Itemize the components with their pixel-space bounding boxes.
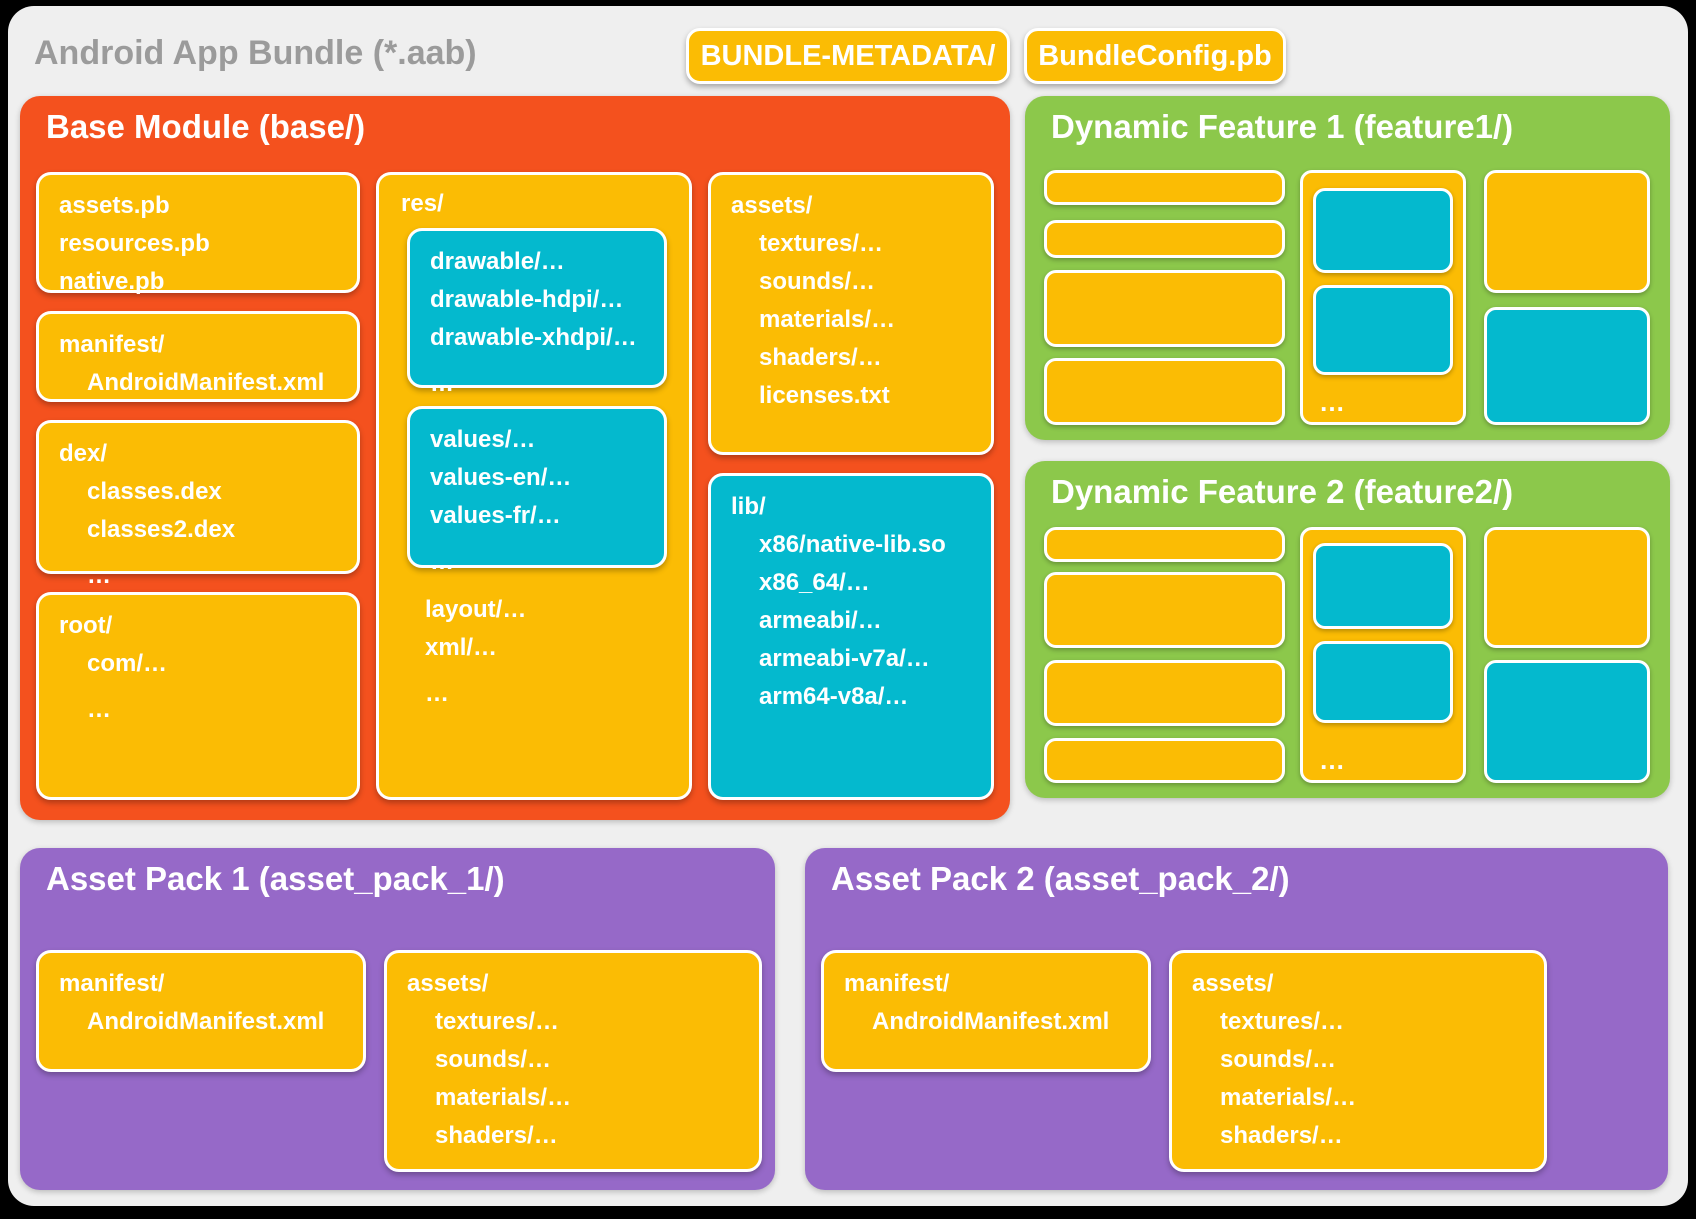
file-label: AndroidManifest.xml [87,1008,325,1035]
mini-file-bar [1044,660,1285,726]
ellipsis-label: … [425,680,449,707]
assets-box: assets/ textures/… sounds/… materials/… … [384,950,762,1172]
bundle-config-pb-chip: BundleConfig.pb [1024,28,1286,84]
mini-assets-box [1484,170,1650,293]
dir-label: values/… [430,426,536,453]
assets-box: assets/ textures/… sounds/… materials/… … [708,172,994,455]
dir-label: drawable-xhdpi/… [430,324,637,351]
dir-label: values-en/… [430,464,572,491]
lib-box: lib/ x86/native-lib.so x86_64/… armeabi/… [708,473,994,800]
proto-files-box: assets.pb resources.pb native.pb [36,172,360,295]
dir-label: shaders/… [1220,1122,1343,1149]
mini-res-container: … [1300,527,1466,783]
page-title: Android App Bundle (*.aab) [34,34,477,72]
dir-label: dex/ [59,440,108,467]
file-label: AndroidManifest.xml [87,369,325,396]
mini-assets-box [1484,527,1650,648]
dir-label: materials/… [759,306,896,333]
file-label: assets.pb [59,192,170,219]
dir-label: sounds/… [435,1046,552,1073]
values-group-box: values/… values-en/… values-fr/… … [407,406,667,575]
dynamic-feature-2-title: Dynamic Feature 2 (feature2/) [1051,473,1514,510]
mini-file-bar [1044,170,1285,205]
dir-label: layout/… [425,596,527,623]
dynamic-feature-2-panel: Dynamic Feature 2 (feature2/) … [1025,461,1670,798]
dir-label: xml/… [425,634,498,661]
mini-cyan-box [1313,641,1453,723]
ellipsis-label: … [87,562,111,589]
file-label: AndroidManifest.xml [872,1008,1110,1035]
dir-label: textures/… [1220,1008,1345,1035]
asset-pack-1-panel: Asset Pack 1 (asset_pack_1/) manifest/ A… [20,848,775,1190]
res-box: res/ drawable/… drawable-hdpi/… drawable… [376,172,692,800]
dir-label: textures/… [435,1008,560,1035]
file-label: native.pb [59,268,165,295]
file-label: com/… [87,650,168,677]
mini-cyan-box [1313,543,1453,629]
mini-file-bar [1044,738,1285,783]
drawable-group-box: drawable/… drawable-hdpi/… drawable-xhdp… [407,228,667,397]
ellipsis-label: … [1319,745,1345,775]
mini-lib-box [1484,307,1650,425]
dir-label: assets/ [407,970,489,997]
file-label: x86/native-lib.so [759,531,946,558]
dir-label: lib/ [731,493,766,520]
asset-pack-2-title: Asset Pack 2 (asset_pack_2/) [831,860,1290,897]
dir-label: x86_64/… [759,569,870,596]
dir-label: armeabi-v7a/… [759,645,930,672]
dir-label: values-fr/… [430,502,561,529]
manifest-box: manifest/ AndroidManifest.xml [821,950,1151,1072]
dir-label: materials/… [1220,1084,1357,1111]
res-extra-dirs: layout/… xml/… … [425,591,526,713]
root-box: root/ com/… … [36,592,360,800]
mini-res-container: … [1300,170,1466,425]
base-module-panel: Base Module (base/) assets.pb resources.… [20,96,1010,820]
mini-file-bar [1044,572,1285,648]
bundle-metadata-chip: BUNDLE-METADATA/ [686,28,1010,84]
ellipsis-label: … [430,548,454,575]
assets-box: assets/ textures/… sounds/… materials/… … [1169,950,1547,1172]
dir-label: textures/… [759,230,884,257]
dir-label: shaders/… [759,344,882,371]
base-module-title: Base Module (base/) [46,108,366,145]
ellipsis-label: … [1319,387,1345,417]
dir-label: drawable/… [430,248,565,275]
mini-file-bar [1044,527,1285,562]
asset-pack-1-title: Asset Pack 1 (asset_pack_1/) [46,860,505,897]
dir-label: shaders/… [435,1122,558,1149]
dir-label: drawable-hdpi/… [430,286,624,313]
ellipsis-label: … [430,370,454,397]
mini-cyan-box [1313,188,1453,273]
dynamic-feature-1-title: Dynamic Feature 1 (feature1/) [1051,108,1514,145]
file-label: classes2.dex [87,516,236,543]
dir-label: root/ [59,612,113,639]
app-bundle-card: Android App Bundle (*.aab) BUNDLE-METADA… [8,6,1688,1206]
mini-lib-box [1484,660,1650,783]
dir-label: assets/ [1192,970,1274,997]
mini-cyan-box [1313,285,1453,375]
dynamic-feature-1-panel: Dynamic Feature 1 (feature1/) … [1025,96,1670,440]
dir-label: assets/ [731,192,813,219]
file-label: resources.pb [59,230,210,257]
dir-label: sounds/… [759,268,876,295]
dir-label: manifest/ [844,970,950,997]
dir-label: manifest/ [59,331,165,358]
file-label: classes.dex [87,478,222,505]
dex-box: dex/ classes.dex classes2.dex … [36,420,360,589]
dir-label: armeabi/… [759,607,882,634]
ellipsis-label: … [87,696,111,723]
file-label: licenses.txt [759,382,890,409]
mini-file-bar [1044,220,1285,258]
dir-label: res/ [401,190,444,217]
dir-label: materials/… [435,1084,572,1111]
mini-file-bar [1044,270,1285,347]
dir-label: arm64-v8a/… [759,683,909,710]
asset-pack-2-panel: Asset Pack 2 (asset_pack_2/) manifest/ A… [805,848,1668,1190]
manifest-box: manifest/ AndroidManifest.xml [36,950,366,1072]
dir-label: manifest/ [59,970,165,997]
dir-label: sounds/… [1220,1046,1337,1073]
mini-file-bar [1044,358,1285,425]
manifest-box: manifest/ AndroidManifest.xml [36,311,360,402]
